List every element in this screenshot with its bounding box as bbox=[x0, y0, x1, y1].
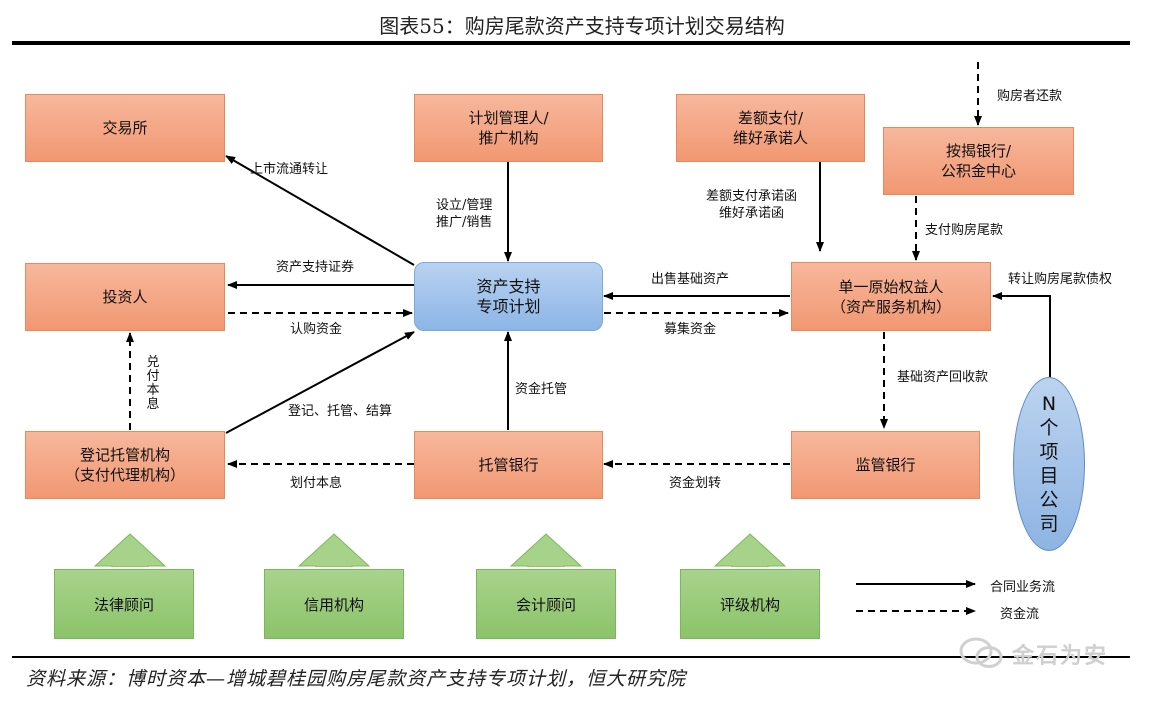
label-pay-principal: 划付本息 bbox=[290, 476, 343, 491]
advisor-arrow-icon bbox=[94, 533, 166, 567]
source-note: 资料来源：博时资本—增城碧桂园购房尾款资产支持专项计划，恒大研究院 bbox=[26, 668, 687, 690]
registrar-box: 登记托管机构 （支付代理机构） bbox=[25, 431, 225, 499]
watermark-text: 金石为安 bbox=[1012, 644, 1109, 669]
accounting-advisor-box: 会计顾问 bbox=[476, 569, 616, 639]
advisor-arrow-icon bbox=[298, 533, 370, 567]
legend-solid-label: 合同业务流 bbox=[990, 580, 1056, 595]
label-registration: 登记、托管、结算 bbox=[288, 404, 393, 419]
label-guarantee-letters: 差额支付承诺函 维好承诺函 bbox=[706, 189, 798, 221]
edge-listing bbox=[225, 155, 415, 266]
rating-agency-box: 评级机构 bbox=[680, 569, 820, 639]
edge-transfer-claims bbox=[992, 292, 1051, 377]
project-companies-label: N个项目公司 bbox=[1039, 393, 1059, 535]
planner-box: 计划管理人/ 推广机构 bbox=[414, 94, 603, 162]
custodian-bank-box: 托管银行 bbox=[414, 431, 603, 499]
advisor-arrow-icon bbox=[510, 533, 582, 567]
label-homebuyer-repay: 购房者还款 bbox=[997, 89, 1063, 104]
legal-advisor-box: 法律顾问 bbox=[54, 569, 194, 639]
label-fund-transfer: 资金划转 bbox=[669, 476, 722, 491]
label-abs-securities: 资产支持证券 bbox=[276, 260, 355, 275]
label-listing: 上市流通转让 bbox=[250, 162, 329, 177]
exchange-box: 交易所 bbox=[25, 94, 225, 162]
mortgage-bank-box: 按揭银行/ 公积金中心 bbox=[883, 127, 1074, 195]
label-setup: 设立/管理 推广/销售 bbox=[436, 198, 493, 230]
title-rule bbox=[12, 41, 1130, 45]
investor-box: 投资人 bbox=[25, 263, 225, 331]
footer-rule bbox=[12, 656, 1130, 658]
diagram-title: 图表55：购房尾款资产支持专项计划交易结构 bbox=[379, 14, 785, 38]
wechat-icon bbox=[959, 637, 1003, 668]
credit-agency-box: 信用机构 bbox=[264, 569, 404, 639]
label-redeem: 兑付本息 bbox=[146, 355, 160, 412]
supervisor-bank-box: 监管银行 bbox=[791, 431, 980, 499]
label-transfer-claims: 转让购房尾款债权 bbox=[1008, 272, 1113, 287]
guarantor-box: 差额支付/ 维好承诺人 bbox=[676, 94, 865, 162]
label-fund-custody: 资金托管 bbox=[515, 382, 568, 397]
label-pay-tail: 支付购房尾款 bbox=[925, 223, 1004, 238]
label-sell-assets: 出售基础资产 bbox=[651, 272, 730, 287]
label-collection: 基础资产回收款 bbox=[897, 370, 989, 385]
project-companies-ellipse: N个项目公司 bbox=[1013, 377, 1085, 551]
label-subscribe: 认购资金 bbox=[290, 322, 343, 337]
advisor-arrow-icon bbox=[714, 533, 786, 567]
legend-dashed-label: 资金流 bbox=[1000, 607, 1040, 622]
originator-box: 单一原始权益人 （资产服务机构） bbox=[791, 262, 991, 331]
label-raise-funds: 募集资金 bbox=[664, 322, 717, 337]
abs-plan-box: 资产支持 专项计划 bbox=[414, 262, 603, 331]
edge-registration bbox=[225, 331, 415, 434]
